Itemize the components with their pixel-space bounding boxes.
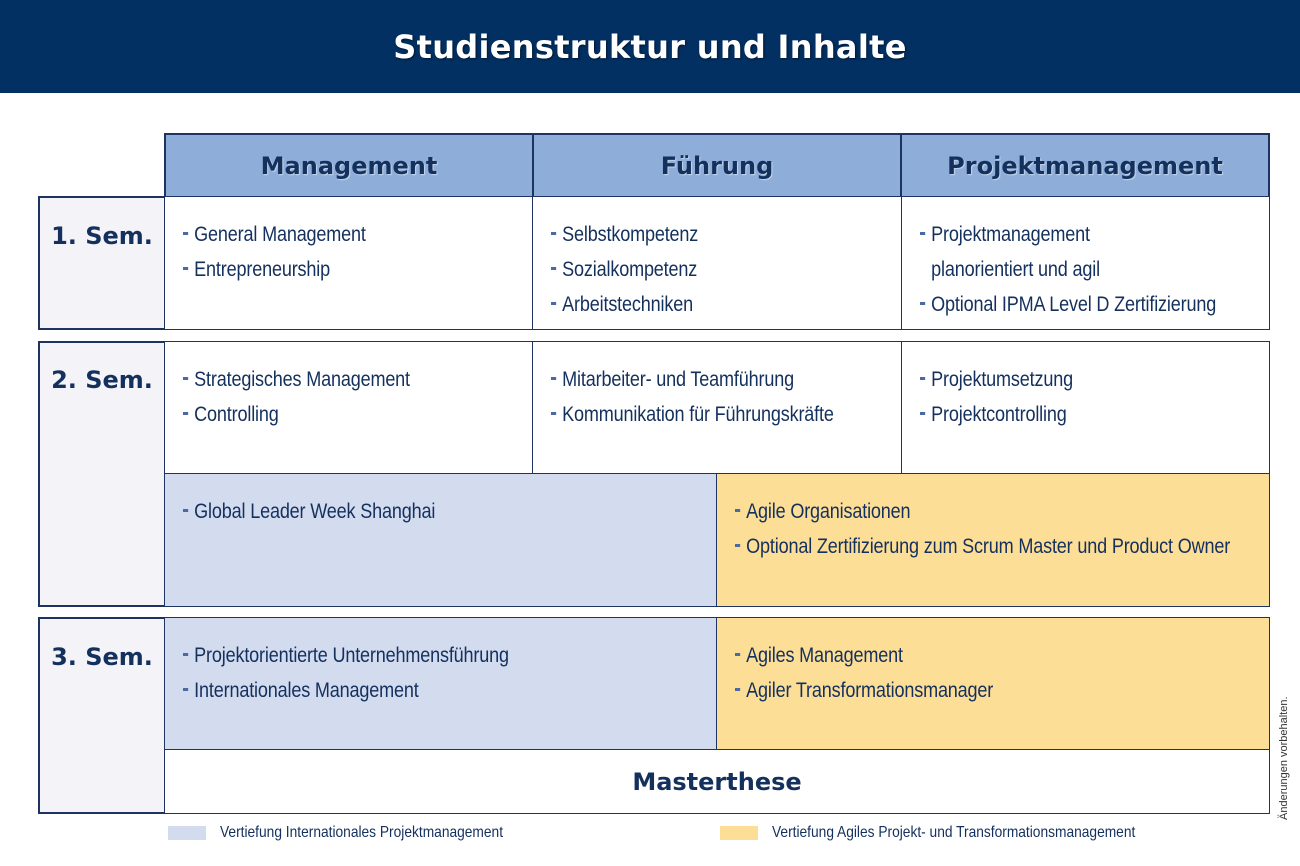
bullet-dash-icon (551, 412, 557, 416)
semester-2-label: 2. Sem. (51, 366, 153, 394)
list-item: Entrepreneurship (183, 252, 483, 287)
s2-agile-specialization-cell: Agile Organisationen Optional Zertifizie… (716, 473, 1270, 607)
s2-management-cell: Strategisches Management Controlling (164, 341, 533, 475)
list-item: Projektorientierte Unternehmensführung (183, 638, 642, 673)
disclaimer-note: Änderungen vorbehalten. (1278, 696, 1290, 820)
header-bar: Studienstruktur und Inhalte (0, 0, 1300, 93)
column-header-fuehrung: Führung (534, 135, 900, 196)
master-thesis-cell: Masterthese (164, 749, 1270, 814)
list-item: Projektumsetzung (920, 362, 1220, 397)
s2-intl-specialization-cell: Global Leader Week Shanghai (164, 473, 718, 607)
list-item: Agiles Management (735, 638, 1194, 673)
list-item: Agile Organisationen (735, 494, 1194, 529)
list-item: Controlling (183, 397, 483, 432)
bullet-dash-icon (183, 267, 189, 271)
bullet-dash-icon (551, 377, 557, 381)
list-item: Projektcontrolling (920, 397, 1220, 432)
s1-fuehrung-cell: Selbstkompetenz Sozialkompetenz Arbeitst… (532, 196, 902, 330)
s1-management-cell: General Management Entrepreneurship (164, 196, 533, 330)
list-item: Global Leader Week Shanghai (183, 494, 642, 529)
list-item: Sozialkompetenz (551, 252, 852, 287)
legend-label-agile: Vertiefung Agiles Projekt- und Transform… (772, 824, 1136, 841)
bullet-dash-icon (735, 653, 741, 657)
list-item: Optional IPMA Level D Zertifizierung (920, 287, 1220, 322)
bullet-dash-icon (183, 688, 189, 692)
bullet-dash-icon (920, 377, 926, 381)
list-item: Projektmanagement (920, 217, 1220, 252)
s2-projekt-cell: Projektumsetzung Projektcontrolling (901, 341, 1270, 475)
column-header-management: Management (166, 135, 532, 196)
bullet-dash-icon (735, 509, 741, 513)
s2-fuehrung-cell: Mitarbeiter- und Teamführung Kommunikati… (532, 341, 902, 475)
list-item: Agiler Transformationsmanager (735, 673, 1194, 708)
list-item: Internationales Management (183, 673, 642, 708)
list-item: Strategisches Management (183, 362, 483, 397)
bullet-dash-icon (735, 688, 741, 692)
bullet-dash-icon (920, 302, 926, 306)
s3-intl-specialization-cell: Projektorientierte Unternehmensführung I… (164, 617, 718, 751)
semester-3-label: 3. Sem. (51, 643, 153, 671)
list-item: Mitarbeiter- und Teamführung (551, 362, 852, 397)
bullet-dash-icon (920, 232, 926, 236)
column-header-projektmanagement: Projektmanagement (902, 135, 1268, 196)
bullet-dash-icon (735, 544, 741, 548)
s1-projekt-cell: Projektmanagement planorientiert und agi… (901, 196, 1270, 330)
bullet-dash-icon (183, 653, 189, 657)
bullet-dash-icon (183, 232, 189, 236)
list-item: Arbeitstechniken (551, 287, 852, 322)
legend-label-intl: Vertiefung Internationales Projektmanage… (220, 824, 504, 841)
list-item-continuation: planorientiert und agil (931, 258, 1100, 281)
list-item: Optional Zertifizierung zum Scrum Master… (735, 529, 1230, 564)
bullet-dash-icon (183, 412, 189, 416)
bullet-dash-icon (551, 232, 557, 236)
bullet-dash-icon (551, 267, 557, 271)
bullet-dash-icon (551, 302, 557, 306)
s3-agile-specialization-cell: Agiles Management Agiler Transformations… (716, 617, 1270, 751)
page-title: Studienstruktur und Inhalte (393, 27, 907, 66)
legend-swatch-intl (168, 826, 206, 840)
bullet-dash-icon (183, 377, 189, 381)
list-item: Kommunikation für Führungskräfte (551, 397, 852, 432)
bullet-dash-icon (920, 412, 926, 416)
list-item: General Management (183, 217, 483, 252)
legend-swatch-agile (720, 826, 758, 840)
list-item: Selbstkompetenz (551, 217, 852, 252)
bullet-dash-icon (183, 509, 189, 513)
semester-1-label: 1. Sem. (51, 222, 153, 250)
